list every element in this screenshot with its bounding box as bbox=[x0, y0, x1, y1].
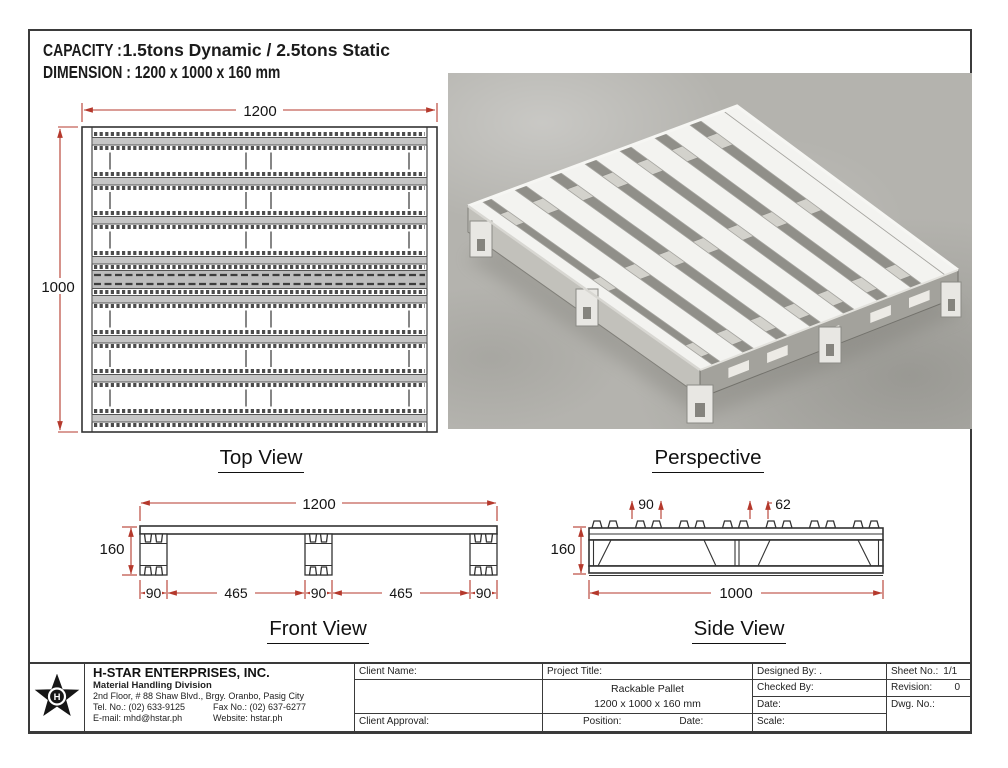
side-dim-gap: 62 bbox=[775, 496, 791, 512]
sheet-no-cell: Sheet No.: 1/1 bbox=[887, 664, 970, 680]
revision-cell: Revision: 0 bbox=[887, 680, 970, 697]
perspective-render bbox=[448, 73, 972, 429]
company-name: H-STAR ENTERPRISES, INC. bbox=[93, 665, 270, 680]
project-title-line2: 1200 x 1000 x 160 mm bbox=[594, 698, 701, 710]
front-dim-465-left: 465 bbox=[224, 585, 248, 601]
side-view-total-dim: 1000 bbox=[719, 585, 752, 602]
dimension-value: 1200 x 1000 x 160 mm bbox=[134, 62, 281, 82]
company-division: Material Handling Division bbox=[93, 680, 212, 691]
front-view-label: Front View bbox=[253, 617, 383, 644]
sheet-no-label: Sheet No.: bbox=[891, 666, 939, 677]
perspective-label: Perspective bbox=[643, 446, 773, 473]
checked-by-cell: Checked By: bbox=[753, 680, 887, 697]
company-website: Website: hstar.ph bbox=[213, 712, 283, 723]
project-title-line1: Rackable Pallet bbox=[611, 683, 684, 695]
front-dim-90-right: 90 bbox=[476, 585, 492, 601]
front-view-total-dim: 1200 bbox=[302, 496, 335, 513]
front-view-height-dim: 160 bbox=[99, 541, 124, 558]
capacity-label: CAPACITY : bbox=[43, 40, 122, 60]
designed-by-cell: Designed By: . bbox=[753, 664, 887, 680]
position-date-cell: Position: Date: bbox=[543, 714, 753, 731]
side-dim-pitch: 90 bbox=[638, 496, 654, 512]
logo-cell: H bbox=[30, 664, 85, 731]
pallet-3d-illustration bbox=[466, 104, 963, 424]
logo-letter: H bbox=[54, 692, 61, 703]
dimension-label: DIMENSION : bbox=[43, 62, 131, 82]
top-view-width-dim: 1200 bbox=[243, 103, 276, 120]
revision-value: 0 bbox=[954, 682, 960, 693]
project-title-label-cell: Project Title: bbox=[543, 664, 753, 680]
company-tel: Tel. No.: (02) 633-9125 bbox=[93, 701, 186, 712]
title-block: H H-STAR ENTERPRISES, INC. Material Hand… bbox=[28, 662, 972, 733]
sheet-no-value: 1/1 bbox=[943, 666, 958, 677]
top-view-height-dim: 1000 bbox=[41, 279, 74, 296]
capacity-value: 1.5tons Dynamic / 2.5tons Static bbox=[122, 40, 390, 60]
scale-cell: Scale: bbox=[753, 714, 887, 731]
company-email: E-mail: mhd@hstar.ph bbox=[93, 712, 183, 723]
date-cell: Date: bbox=[753, 697, 887, 714]
side-view-drawing: 90 62 160 1000 bbox=[550, 496, 884, 602]
company-fax: Fax No.: (02) 637-6277 bbox=[213, 701, 307, 712]
dwg-no-cell: Dwg. No.: bbox=[891, 699, 935, 710]
client-approval-cell: Client Approval: bbox=[355, 714, 543, 731]
company-address: 2nd Floor, # 88 Shaw Blvd., Brgy. Oranbo… bbox=[93, 691, 304, 701]
project-title-value-cell: Rackable Pallet 1200 x 1000 x 160 mm bbox=[543, 680, 753, 714]
revision-label: Revision: bbox=[891, 682, 933, 693]
front-dim-90-mid: 90 bbox=[311, 585, 327, 601]
top-view-label: Top View bbox=[196, 446, 326, 473]
position-date-label: Date: bbox=[679, 716, 704, 727]
position-label: Position: bbox=[583, 716, 622, 727]
front-dim-90-left: 90 bbox=[146, 585, 162, 601]
dimension-line: DIMENSION : 1200 x 1000 x 160 mm bbox=[43, 62, 340, 83]
client-name-value-cell bbox=[355, 680, 543, 714]
company-info-cell: H-STAR ENTERPRISES, INC. Material Handli… bbox=[85, 664, 355, 731]
hstar-logo: H bbox=[34, 674, 80, 716]
side-view-height-dim: 160 bbox=[550, 541, 575, 558]
client-name-cell: Client Name: bbox=[355, 664, 543, 680]
front-dim-465-right: 465 bbox=[389, 585, 413, 601]
capacity-line: CAPACITY :1.5tons Dynamic / 2.5tons Stat… bbox=[43, 40, 390, 61]
top-view-drawing: 1200 1000 bbox=[36, 102, 438, 433]
front-view-drawing: 1200 160 90 465 90 465 bbox=[99, 495, 498, 601]
side-view-label: Side View bbox=[674, 617, 804, 644]
